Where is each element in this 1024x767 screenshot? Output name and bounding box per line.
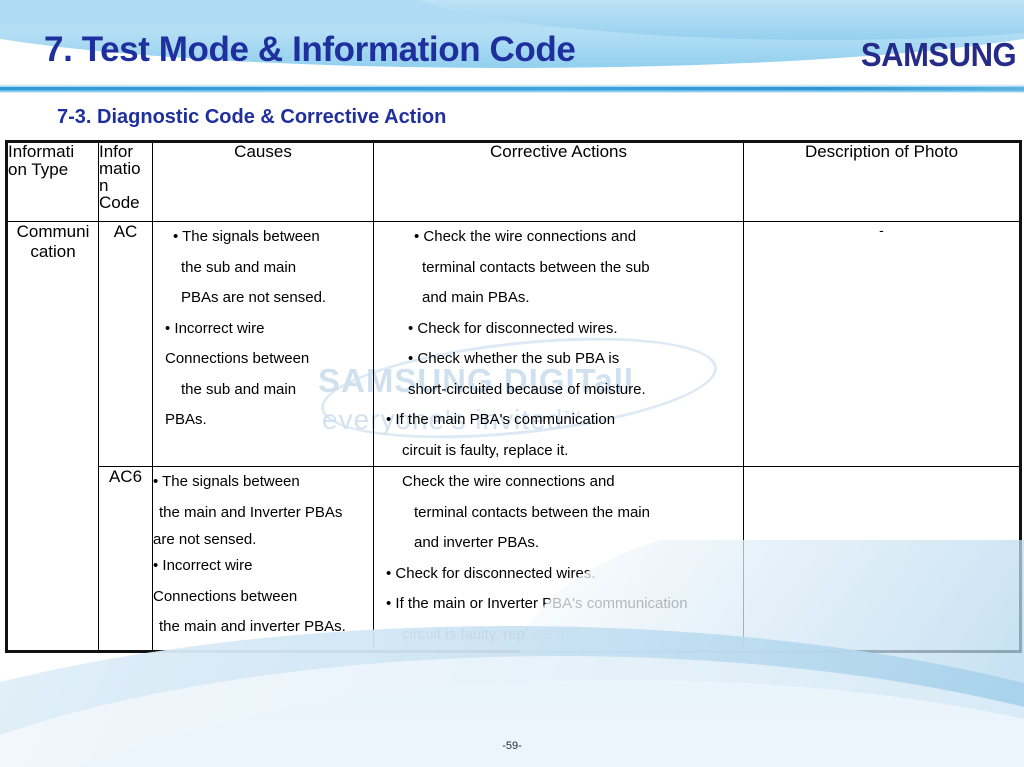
list-item: short-circuited because of moisture.: [408, 380, 646, 398]
list-item: • Check whether the sub PBA is: [408, 350, 620, 367]
list-item: terminal contacts between the main: [414, 503, 650, 521]
column-header-information-code-line-2: matio: [99, 159, 141, 178]
causes-list: • The signals between the sub and main P…: [153, 222, 373, 436]
list-item: circuit is faulty, replace it.: [402, 441, 569, 459]
list-item: and inverter PBAs.: [414, 534, 540, 551]
table-row: AC6 • The signals between the main and I…: [7, 466, 1021, 652]
information-type-line-1: Communi: [16, 222, 90, 241]
banner-divider-stripe: [0, 84, 1024, 93]
corrective-actions-list: • Check the wire connections and termina…: [374, 222, 743, 466]
list-item: • If the main or Inverter PBA's communic…: [386, 595, 688, 612]
list-item: Connections between: [153, 587, 298, 605]
page-number: -59-: [502, 740, 522, 752]
section-subtitle: 7-3. Diagnostic Code & Corrective Action: [57, 106, 447, 128]
list-item: • The signals between: [153, 473, 300, 490]
cell-causes-ac: • The signals between the sub and main P…: [152, 221, 374, 467]
list-item: • The signals between: [173, 228, 320, 245]
banner-gradient-band: [0, 0, 1024, 30]
column-header-description-of-photo: Description of Photo: [743, 141, 1021, 222]
list-item: • Incorrect wire: [153, 557, 253, 574]
column-header-corrective-actions: Corrective Actions: [373, 141, 744, 222]
corrective-actions-list: Check the wire connections and terminal …: [374, 467, 743, 650]
list-item: • If the main PBA's communication: [386, 411, 616, 428]
column-header-information-type: Informati on Type: [6, 141, 99, 222]
list-item: Check the wire connections and: [402, 473, 615, 490]
column-header-information-type-line-1: Informati: [8, 142, 75, 161]
list-item: the sub and main: [181, 380, 297, 398]
list-item: and main PBAs.: [422, 289, 530, 306]
cell-corrective-actions-ac6: Check the wire connections and terminal …: [373, 466, 744, 652]
causes-list-continued: are not sensed.: [153, 528, 373, 551]
cell-description-of-photo-ac: -: [743, 221, 1021, 467]
list-item: PBAs.: [165, 411, 207, 428]
column-header-causes: Causes: [152, 141, 374, 222]
list-item: the main and Inverter PBAs: [159, 503, 343, 521]
cell-information-type-communication: Communi cation: [6, 221, 99, 652]
cell-description-of-photo-ac6: [743, 466, 1021, 652]
table-row: Communi cation AC • The signals between …: [6, 221, 1021, 652]
page-title: 7. Test Mode & Information Code: [44, 30, 576, 69]
column-header-information-code-line-1: Infor: [99, 142, 134, 161]
diagnostic-code-table-container: Informati on Type Infor matio n Code Cau…: [5, 140, 1022, 653]
list-item: PBAs are not sensed.: [181, 289, 327, 306]
column-header-information-code-line-4: Code: [99, 193, 140, 212]
causes-list-second: • Incorrect wire Connections between the…: [153, 551, 373, 643]
list-item: are not sensed.: [153, 531, 257, 548]
cell-corrective-actions-ac: • Check the wire connections and termina…: [373, 221, 744, 467]
list-item: terminal contacts between the sub: [422, 258, 650, 276]
column-header-information-code: Infor matio n Code: [98, 141, 153, 222]
list-item: • Check for disconnected wires.: [386, 564, 596, 582]
list-item: circuit is faulty, replace it.: [402, 625, 569, 643]
list-item: • Check the wire connections and: [414, 228, 637, 245]
list-item: Connections between: [165, 350, 310, 367]
information-type-line-2: cation: [30, 242, 76, 262]
cell-causes-ac6: • The signals between the main and Inver…: [152, 466, 374, 652]
table-header-row: Informati on Type Infor matio n Code Cau…: [6, 141, 1021, 222]
list-item: the main and inverter PBAs.: [159, 618, 346, 635]
causes-list: • The signals between the main and Inver…: [153, 467, 373, 528]
banner-divider-stripe-core: [0, 87, 1024, 90]
list-item: • Incorrect wire: [165, 319, 265, 337]
column-header-information-type-line-2: on Type: [8, 160, 69, 180]
diagnostic-code-table: Informati on Type Infor matio n Code Cau…: [5, 140, 1022, 653]
list-item: the sub and main: [181, 258, 297, 276]
list-item: • Check for disconnected wires.: [408, 319, 618, 337]
samsung-logo-text: SAMSUNG: [860, 36, 1017, 73]
swoosh-shape-base: [0, 680, 1024, 767]
column-header-information-code-line-3: n: [99, 176, 109, 195]
cell-information-code-ac: AC: [98, 221, 153, 467]
samsung-logo: SAMSUNG: [860, 36, 1017, 74]
cell-information-code-ac6: AC6: [98, 466, 153, 652]
